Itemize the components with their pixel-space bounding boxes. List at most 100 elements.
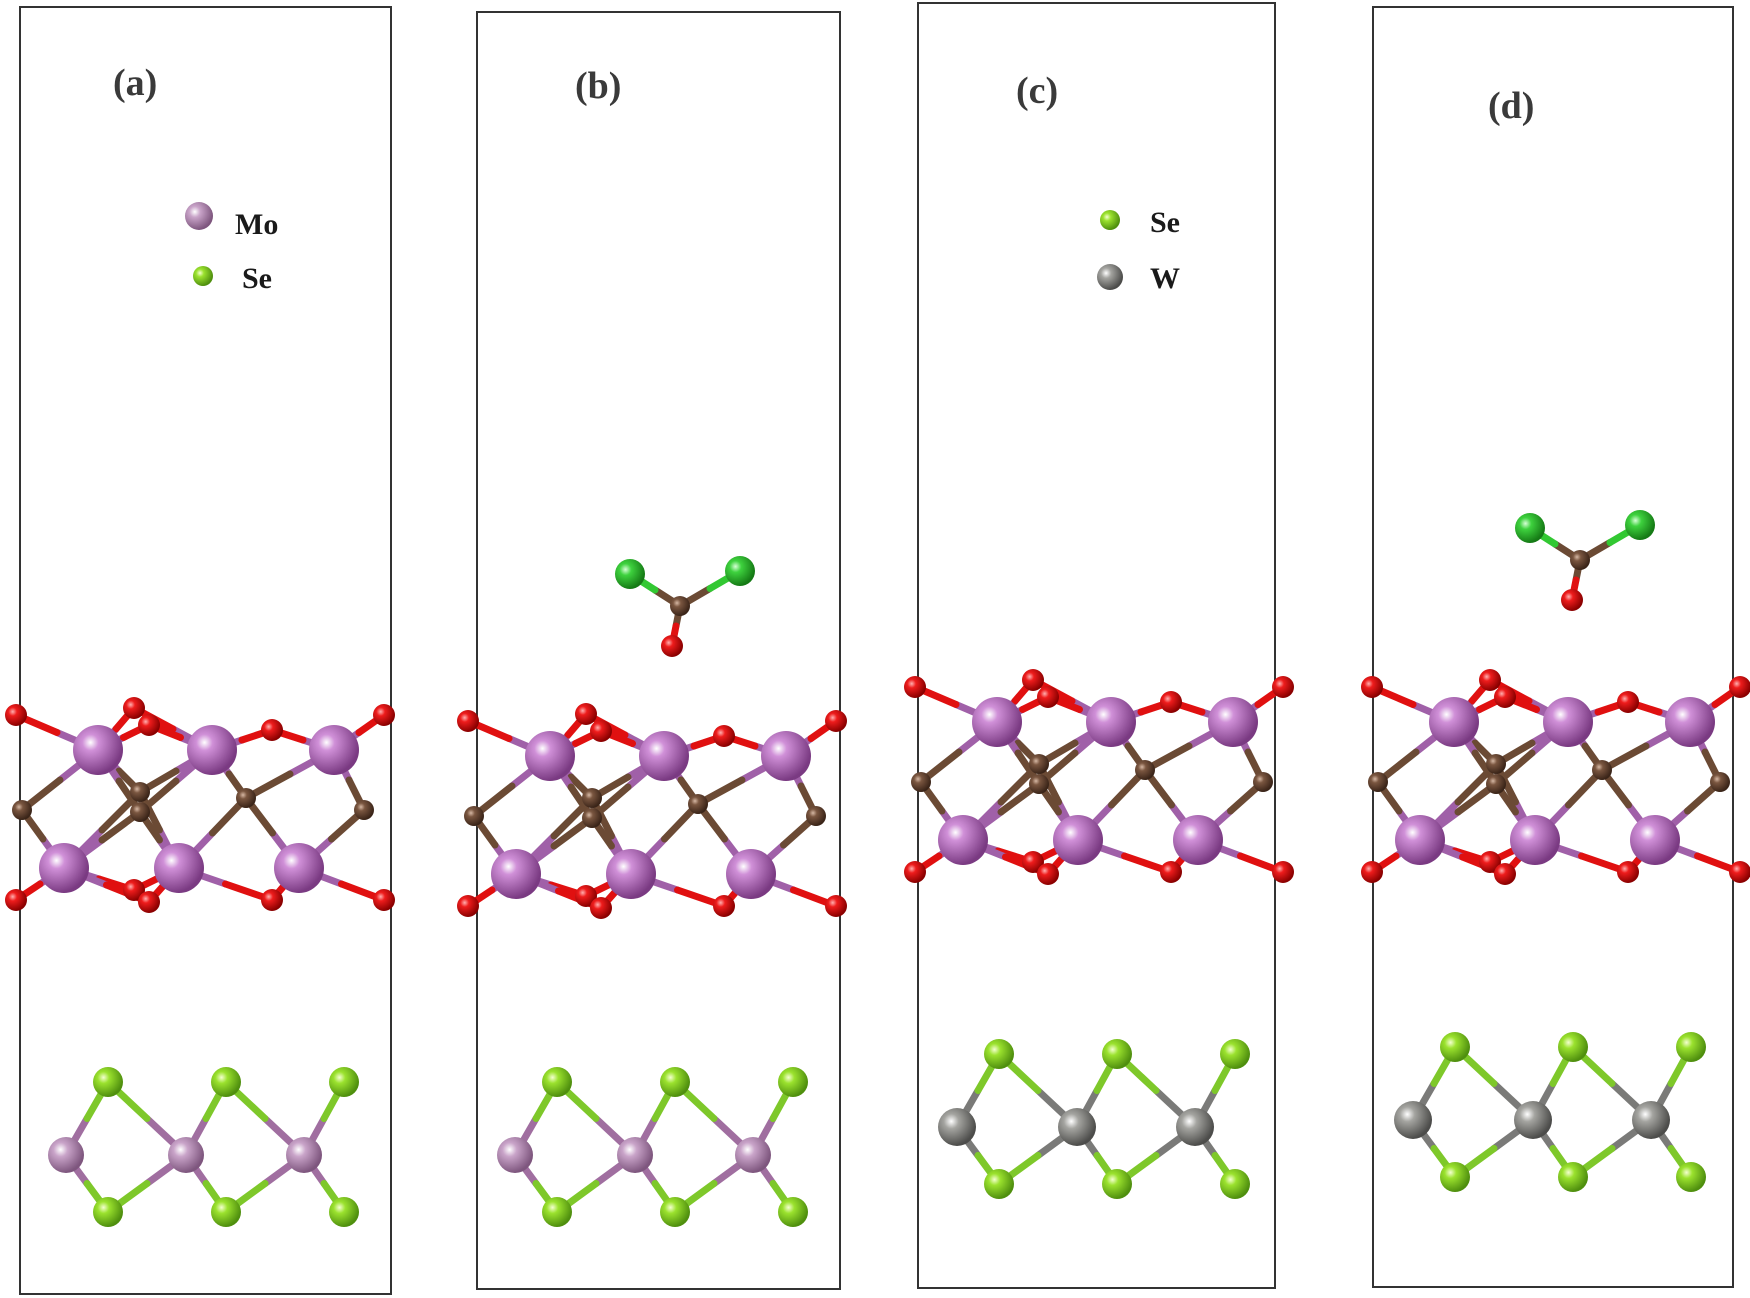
selenium-atom bbox=[1102, 1169, 1132, 1199]
oxygen-atom bbox=[1729, 861, 1750, 883]
chlorine-atom bbox=[1515, 513, 1545, 543]
oxygen-atom bbox=[825, 710, 847, 732]
oxygen-atom bbox=[825, 895, 847, 917]
selenium-atom bbox=[1440, 1162, 1470, 1192]
legend-mo-label: Mo bbox=[235, 208, 278, 241]
oxygen-atom bbox=[1479, 669, 1501, 691]
molybdenum-atom bbox=[1053, 815, 1103, 865]
carbon-atom bbox=[911, 772, 931, 792]
selenium-atom bbox=[1676, 1162, 1706, 1192]
molybdenum-atom bbox=[1208, 697, 1258, 747]
oxygen-atom bbox=[575, 885, 597, 907]
carbon-atom bbox=[1029, 774, 1049, 794]
oxygen-atom bbox=[373, 889, 395, 911]
tungsten-atom bbox=[1058, 1108, 1096, 1146]
selenium-atom bbox=[984, 1039, 1014, 1069]
mo2c-slab-c bbox=[904, 669, 1294, 885]
tungsten-atom bbox=[1632, 1101, 1670, 1139]
legend-mo-atom bbox=[185, 202, 213, 230]
oxygen-atom bbox=[261, 719, 283, 741]
molybdenum-atom bbox=[286, 1137, 322, 1173]
oxygen-atom bbox=[1494, 863, 1516, 885]
oxygen-atom bbox=[590, 897, 612, 919]
selenium-atom bbox=[211, 1067, 241, 1097]
tmd-layer-b bbox=[497, 1067, 808, 1227]
molybdenum-atom bbox=[1395, 815, 1445, 865]
selenium-atom bbox=[1558, 1162, 1588, 1192]
selenium-atom bbox=[93, 1197, 123, 1227]
molybdenum-atom bbox=[274, 843, 324, 893]
oxygen-atom bbox=[661, 635, 683, 657]
tmd-layer-c bbox=[938, 1039, 1250, 1199]
chlorine-atom bbox=[1625, 510, 1655, 540]
oxygen-atom bbox=[1361, 861, 1383, 883]
oxygen-atom bbox=[1479, 851, 1501, 873]
molybdenum-atom bbox=[1086, 697, 1136, 747]
carbon-atom bbox=[1486, 774, 1506, 794]
oxygen-atom bbox=[138, 891, 160, 913]
molybdenum-atom bbox=[1543, 697, 1593, 747]
oxygen-atom bbox=[1561, 589, 1583, 611]
molybdenum-atom bbox=[1510, 815, 1560, 865]
carbon-atom bbox=[12, 800, 32, 820]
carbon-atom bbox=[130, 802, 150, 822]
oxygen-atom bbox=[904, 861, 926, 883]
mo2c-slab-b bbox=[457, 703, 847, 919]
molybdenum-atom bbox=[525, 731, 575, 781]
tungsten-atom bbox=[1514, 1101, 1552, 1139]
oxygen-atom bbox=[1022, 851, 1044, 873]
selenium-atom bbox=[1676, 1032, 1706, 1062]
carbon-atom bbox=[582, 808, 602, 828]
selenium-atom bbox=[1558, 1032, 1588, 1062]
molybdenum-atom bbox=[639, 731, 689, 781]
tmd-layer-d bbox=[1394, 1032, 1706, 1192]
legend-panel-a: Mo Se bbox=[185, 202, 278, 295]
molybdenum-atom bbox=[491, 849, 541, 899]
carbon-atom bbox=[670, 596, 690, 616]
tungsten-atom bbox=[938, 1108, 976, 1146]
selenium-atom bbox=[1102, 1039, 1132, 1069]
molybdenum-atom bbox=[735, 1137, 771, 1173]
legend-panel-c: Se W bbox=[1097, 206, 1180, 295]
legend-se-label: Se bbox=[242, 262, 272, 295]
molybdenum-atom bbox=[309, 725, 359, 775]
oxygen-atom bbox=[1494, 686, 1516, 708]
molybdenum-atom bbox=[168, 1137, 204, 1173]
oxygen-atom bbox=[1160, 861, 1182, 883]
oxygen-atom bbox=[904, 676, 926, 698]
panel-c-label: (c) bbox=[1016, 70, 1058, 112]
molybdenum-atom bbox=[187, 725, 237, 775]
molybdenum-atom bbox=[1665, 697, 1715, 747]
molybdenum-atom bbox=[39, 843, 89, 893]
oxygen-atom bbox=[1729, 676, 1750, 698]
carbon-atom bbox=[1710, 772, 1730, 792]
chlorine-atom bbox=[725, 556, 755, 586]
tungsten-atom bbox=[1394, 1101, 1432, 1139]
oxygen-atom bbox=[138, 714, 160, 736]
tungsten-atom bbox=[1176, 1108, 1214, 1146]
molybdenum-atom bbox=[154, 843, 204, 893]
panel-d-label: (d) bbox=[1488, 85, 1534, 127]
oxygen-atom bbox=[123, 879, 145, 901]
legend-se-atom bbox=[1100, 210, 1120, 230]
panel-b-frame bbox=[476, 11, 841, 1290]
oxygen-atom bbox=[261, 889, 283, 911]
panel-a-label: (a) bbox=[113, 62, 157, 104]
selenium-atom bbox=[778, 1197, 808, 1227]
selenium-atom bbox=[984, 1169, 1014, 1199]
molybdenum-atom bbox=[497, 1137, 533, 1173]
oxygen-atom bbox=[1617, 861, 1639, 883]
phosgene-molecule-b bbox=[615, 556, 755, 657]
carbon-atom bbox=[1253, 772, 1273, 792]
carbon-atom bbox=[1592, 760, 1612, 780]
selenium-atom bbox=[542, 1067, 572, 1097]
selenium-atom bbox=[660, 1197, 690, 1227]
mo2c-slab-a bbox=[5, 697, 395, 913]
panel-d-frame bbox=[1372, 6, 1734, 1288]
molybdenum-atom bbox=[726, 849, 776, 899]
molybdenum-atom bbox=[617, 1137, 653, 1173]
carbon-atom bbox=[464, 806, 484, 826]
oxygen-atom bbox=[1617, 691, 1639, 713]
panel-a-frame bbox=[19, 6, 392, 1295]
